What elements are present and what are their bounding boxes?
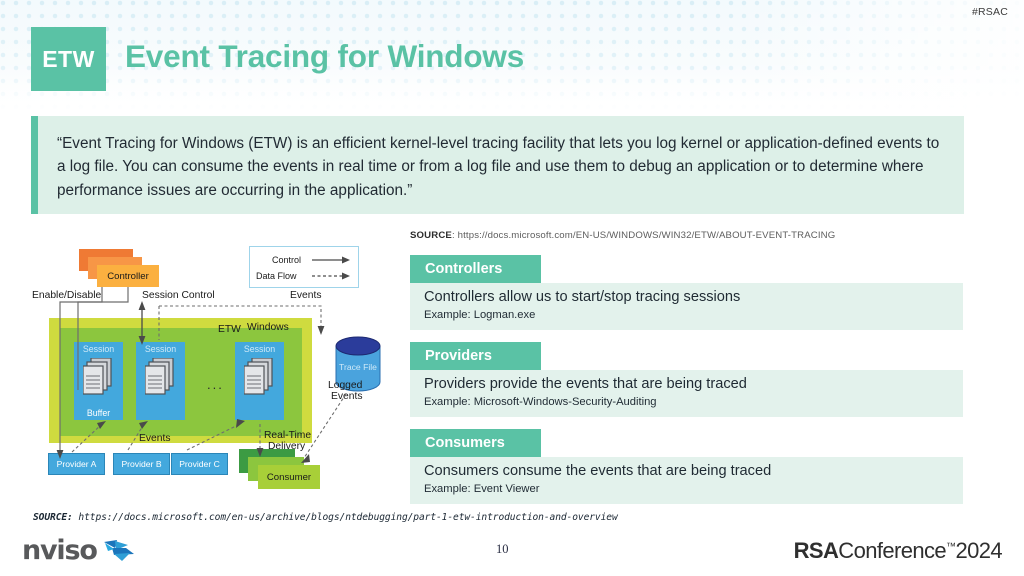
category-tab-controllers: Controllers xyxy=(410,255,541,283)
session-label-1: Session xyxy=(82,344,115,354)
label-session-control: Session Control xyxy=(142,290,215,301)
rsa-logo-tm: ™ xyxy=(946,541,956,553)
source-top: SOURCE: https://docs.microsoft.com/EN-US… xyxy=(410,230,835,241)
label-logged-events: Events xyxy=(331,391,363,402)
etw-badge: ETW xyxy=(31,27,106,91)
category-body-consumers: Consumers consume the events that are be… xyxy=(410,457,963,504)
buffer-documents-icon xyxy=(244,358,273,395)
session-box-2: Session xyxy=(136,342,185,420)
legend-arrows-icon xyxy=(312,256,350,280)
label-real-time: Real-Time xyxy=(264,430,312,441)
controller-card-front: Controller xyxy=(97,265,159,287)
nviso-bird-icon xyxy=(103,539,134,561)
label-etw: ETW xyxy=(218,324,241,335)
quote-block: “Event Tracing for Windows (ETW) is an e… xyxy=(31,116,964,214)
provider-box-c: Provider C xyxy=(171,453,228,475)
rsa-conference-logo: RSAConference™2024 xyxy=(793,538,1003,564)
legend-label-control: Control xyxy=(272,255,302,265)
label-enable-disable: Enable/Disable xyxy=(32,290,102,301)
category-example-controllers: Example: Logman.exe xyxy=(424,309,536,322)
category-example-providers: Example: Microsoft-Windows-Security-Audi… xyxy=(424,396,657,409)
source-top-separator: : xyxy=(451,230,458,241)
category-tab-providers: Providers xyxy=(410,342,541,370)
rsa-logo-prefix: RSA xyxy=(793,538,839,563)
rsa-logo-year: 2024 xyxy=(955,538,1002,563)
nviso-logo: nviso xyxy=(22,535,136,566)
category-description-providers: Providers provide the events that are be… xyxy=(424,376,747,392)
source-bottom-url: https://docs.microsoft.com/en-us/archive… xyxy=(78,512,618,523)
page-title: Event Tracing for Windows xyxy=(125,38,525,74)
buffer-documents-icon xyxy=(83,358,112,395)
provider-box-a: Provider A xyxy=(48,453,105,475)
etw-badge-label: ETW xyxy=(42,45,95,72)
label-buffer: Buffer xyxy=(86,408,111,418)
source-top-label: SOURCE xyxy=(410,230,452,241)
page-number: 10 xyxy=(496,542,509,556)
quote-text: “Event Tracing for Windows (ETW) is an e… xyxy=(57,135,940,199)
source-bottom: SOURCE: https://docs.microsoft.com/en-us… xyxy=(33,512,618,523)
category-tab-consumers: Consumers xyxy=(410,429,541,457)
session-label-2: Session xyxy=(144,344,177,354)
category-description-controllers: Controllers allow us to start/stop traci… xyxy=(424,289,741,305)
category-body-providers: Providers provide the events that are be… xyxy=(410,370,963,417)
source-bottom-label: SOURCE: xyxy=(33,512,73,523)
session-box-3: Session xyxy=(235,342,284,420)
trace-file-cylinder-icon xyxy=(335,336,381,392)
category-description-consumers: Consumers consume the events that are be… xyxy=(424,463,772,479)
session-label-3: Session xyxy=(243,344,276,354)
category-body-controllers: Controllers allow us to start/stop traci… xyxy=(410,283,963,330)
label-delivery: Delivery xyxy=(268,441,306,452)
etw-architecture-diagram: Control Data Flow Controller Enable/Disa… xyxy=(32,240,392,502)
diagram-legend: Control Data Flow xyxy=(249,246,359,288)
buffer-documents-icon xyxy=(145,358,174,395)
rsac-hashtag: #RSAC xyxy=(971,6,1008,18)
trace-file-label: Trace File xyxy=(339,362,377,372)
label-windows: Windows xyxy=(247,322,289,333)
legend-label-data-flow: Data Flow xyxy=(256,271,297,281)
category-example-consumers: Example: Event Viewer xyxy=(424,483,540,496)
nviso-wordmark: nviso xyxy=(22,535,98,566)
provider-box-b: Provider B xyxy=(113,453,170,475)
label-events-bottom: Events xyxy=(139,433,171,444)
session-box-1: Session Buffer xyxy=(74,342,123,420)
rsa-logo-mid: Conference xyxy=(838,538,947,563)
quote-accent-bar xyxy=(31,116,38,214)
label-events-top: Events xyxy=(290,290,322,301)
label-logged: Logged xyxy=(328,380,363,391)
sessions-ellipsis: ... xyxy=(207,377,224,392)
consumer-card-front: Consumer xyxy=(258,465,320,489)
source-top-url: https://docs.microsoft.com/EN-US/WINDOWS… xyxy=(457,230,836,241)
